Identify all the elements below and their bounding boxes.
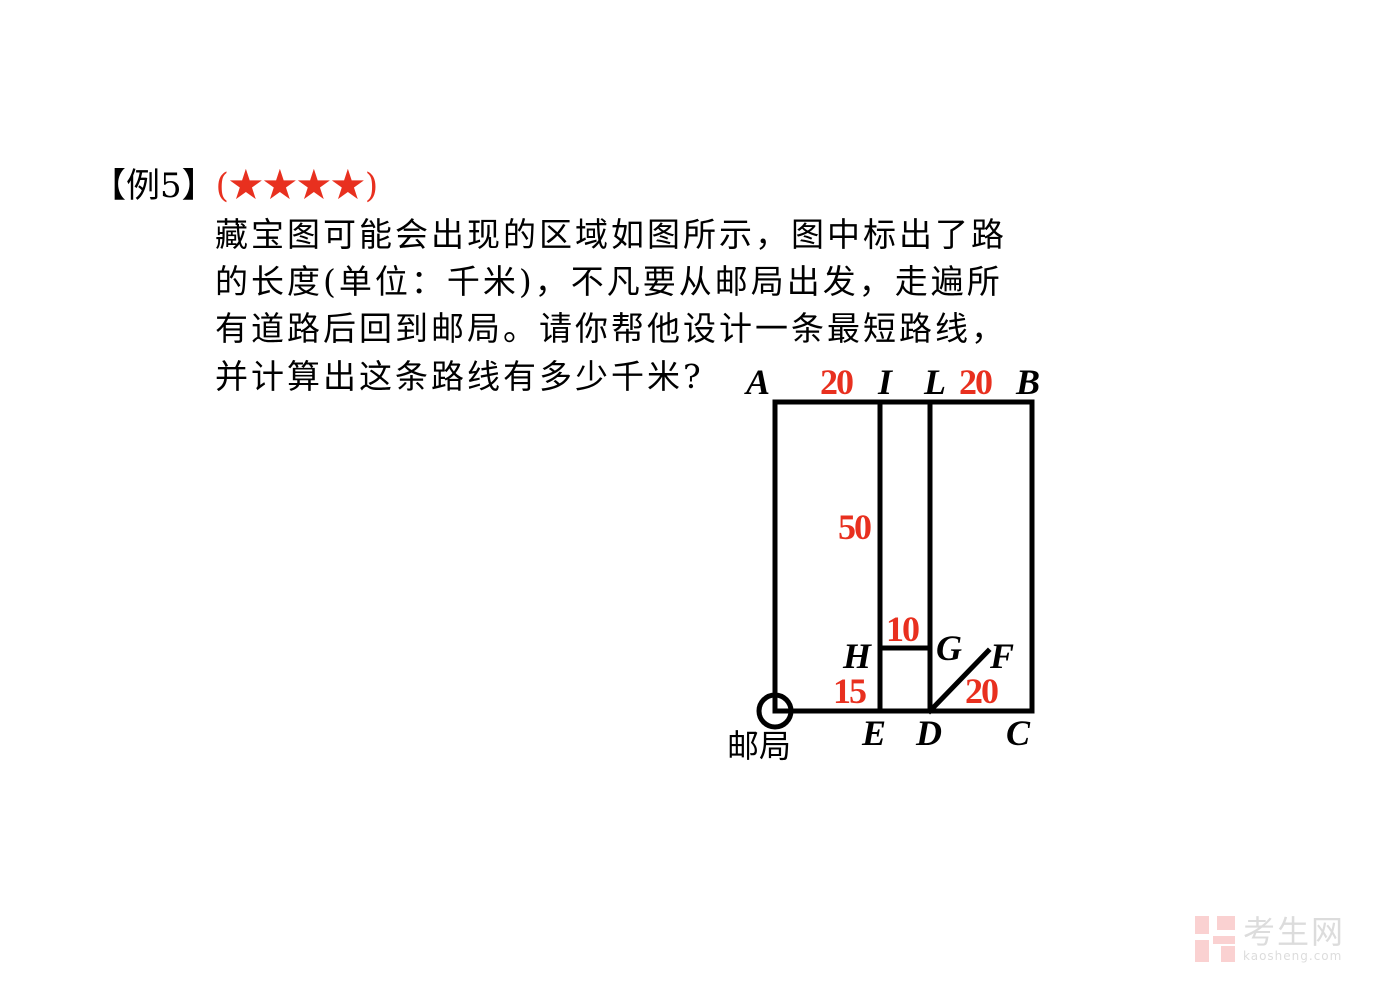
point-E: E <box>861 713 886 753</box>
watermark: 考生网 kaosheng.com <box>1195 915 1345 963</box>
post-office-label: 邮局 <box>727 727 791 765</box>
post-office-circle-icon <box>756 692 794 730</box>
length-AI: 20 <box>820 362 853 402</box>
point-G: G <box>936 628 962 668</box>
point-H: H <box>842 636 872 676</box>
road-DF <box>926 647 992 715</box>
length-HE: 15 <box>833 671 866 711</box>
watermark-logo-icon <box>1195 916 1235 962</box>
watermark-domain: kaosheng.com <box>1243 949 1343 963</box>
point-I: I <box>877 362 894 402</box>
point-D: D <box>915 713 942 753</box>
problem-line-3: 有道路后回到邮局。请你帮他设计一条最短路线， <box>215 309 1007 348</box>
length-DF: 20 <box>965 671 998 711</box>
problem-line-4: 并计算出这条路线有多少千米? <box>215 357 704 396</box>
point-L: L <box>923 362 946 402</box>
length-LB: 20 <box>959 362 992 402</box>
difficulty-stars: (★★★★) <box>215 166 379 206</box>
point-F: F <box>989 636 1014 676</box>
example-label: 【例5】 <box>92 166 216 206</box>
problem-line-2: 的长度(单位：千米)，不凡要从邮局出发，走遍所 <box>215 262 1003 301</box>
length-HG: 10 <box>886 609 919 649</box>
point-C: C <box>1006 713 1031 753</box>
example-header: 【例5】(★★★★) <box>92 158 378 207</box>
outer-rectangle-ABCO <box>772 399 1035 714</box>
watermark-name: 考生网 <box>1243 913 1346 951</box>
point-B: B <box>1015 362 1040 402</box>
length-IH: 50 <box>838 507 871 547</box>
point-A: A <box>744 362 770 402</box>
problem-line-1: 藏宝图可能会出现的区域如图所示，图中标出了路 <box>215 215 1007 254</box>
